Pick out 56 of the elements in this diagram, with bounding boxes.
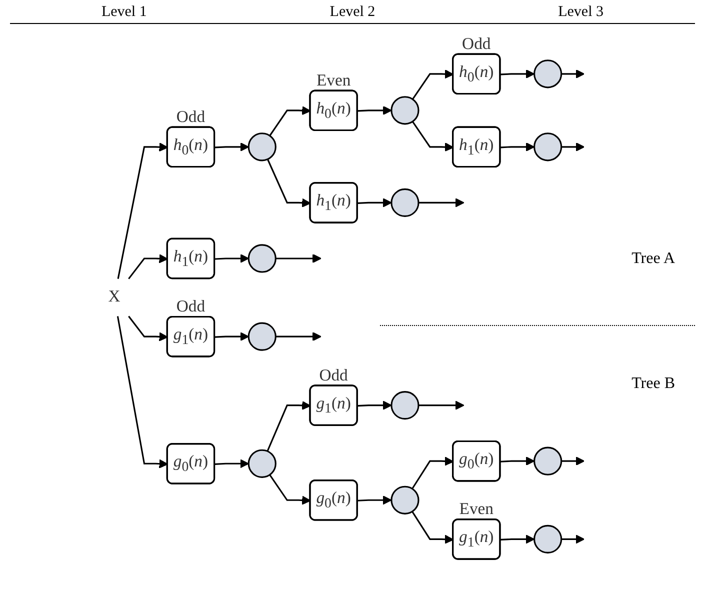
arrow (358, 106, 392, 115)
arrow (276, 254, 322, 264)
node-circle (248, 449, 276, 478)
arrow (418, 400, 464, 410)
arrow (214, 459, 250, 468)
node-label: Odd (462, 35, 491, 54)
level-label: Level 2 (328, 4, 376, 21)
node-circle (390, 486, 420, 514)
node-circle (534, 60, 562, 88)
arrow (561, 456, 585, 466)
arrow (412, 511, 454, 544)
arrow (561, 69, 585, 78)
arrow (266, 400, 311, 452)
node-label: Odd (176, 298, 206, 316)
arrow (500, 69, 535, 78)
node-circle (248, 322, 276, 351)
node-label: Odd (176, 108, 206, 126)
arrow (500, 456, 535, 466)
arrow (128, 254, 168, 280)
arrow (269, 106, 311, 136)
arrow (117, 142, 168, 279)
arrow (358, 496, 392, 505)
arrow (269, 474, 311, 505)
arrow (276, 332, 322, 342)
tree-label: Tree B (632, 375, 675, 393)
arrow (561, 534, 585, 544)
node-circle (390, 391, 420, 420)
arrow (358, 400, 392, 410)
node-label: Odd (319, 366, 348, 385)
node-text: X (108, 288, 120, 306)
arrow (561, 142, 585, 152)
node-label: Even (316, 72, 351, 90)
node-circle (248, 244, 276, 273)
node-circle (248, 132, 276, 162)
node-circle (534, 132, 562, 162)
level-label: Level 3 (557, 4, 605, 21)
node-label: Even (459, 500, 494, 518)
arrow (214, 254, 250, 264)
node-circle (534, 446, 562, 476)
arrow (412, 456, 454, 490)
arrow (266, 158, 311, 208)
level-label: Level 1 (100, 4, 148, 21)
arrow (128, 316, 168, 342)
tree-label: Tree A (632, 250, 675, 268)
arrow (214, 142, 250, 152)
arrow (500, 534, 535, 544)
arrow (500, 142, 535, 152)
arrow (358, 198, 392, 208)
node-circle (390, 188, 420, 217)
arrow (214, 332, 250, 342)
arrow (412, 70, 454, 100)
arrow (418, 198, 464, 208)
node-circle (390, 96, 420, 125)
arrow (116, 316, 168, 468)
arrow (412, 121, 454, 152)
node-circle (534, 524, 562, 554)
